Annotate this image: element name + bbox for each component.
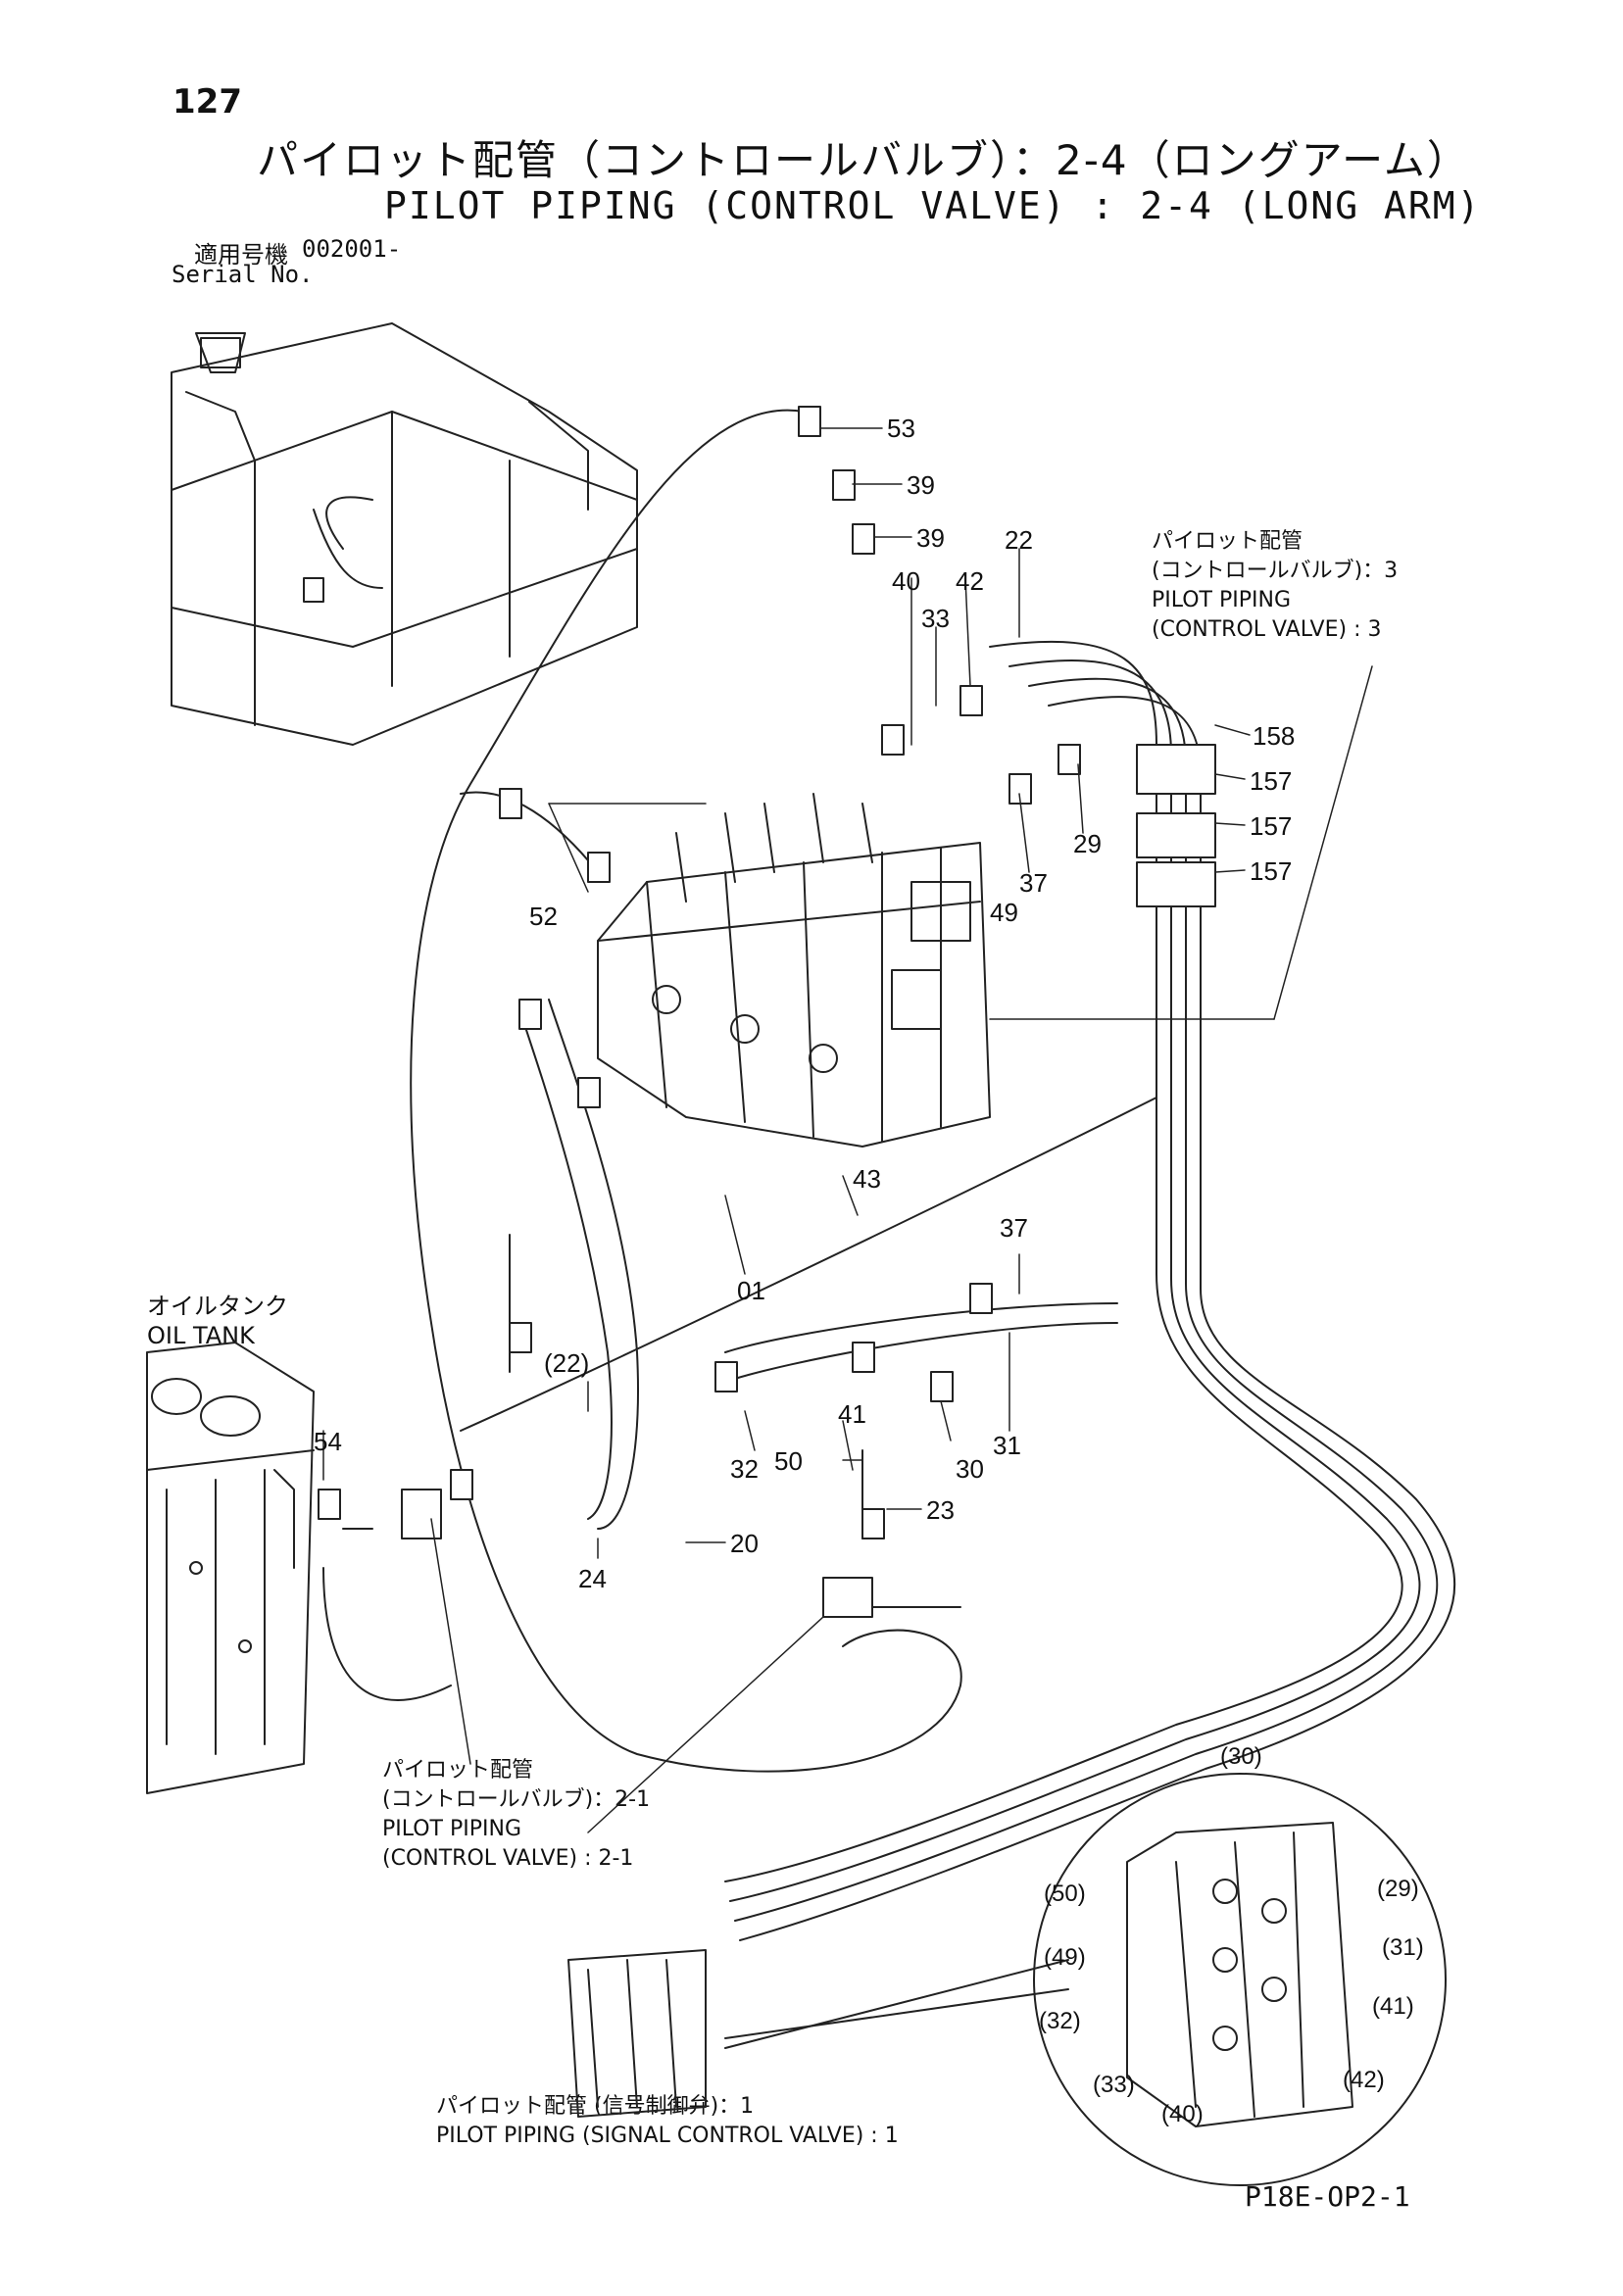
callout-157-b: 157 xyxy=(1250,811,1292,841)
detail-callout-30: (30) xyxy=(1220,1743,1262,1770)
note-jp: パイロット配管 xyxy=(382,1758,534,1783)
callout-43: 43 xyxy=(853,1164,881,1194)
callout-37: 37 xyxy=(1019,868,1048,898)
callout-37-b: 37 xyxy=(1000,1213,1028,1243)
pilot-hose-bundle xyxy=(724,640,1456,1941)
detail-callout-29: (29) xyxy=(1377,1876,1419,1902)
callout-32: 32 xyxy=(730,1454,759,1484)
callout-22: 22 xyxy=(1005,525,1033,555)
callout-labels: 53 39 39 22 40 42 33 158 157 157 157 29 … xyxy=(314,414,1424,2127)
note-control-valve-3: パイロット配管 (コントロールバルブ)：3 PILOT PIPING (CONT… xyxy=(1152,527,1398,645)
callout-158: 158 xyxy=(1253,721,1295,751)
oil-tank-illustration xyxy=(146,1342,315,1794)
callout-23: 23 xyxy=(926,1495,955,1525)
callout-54: 54 xyxy=(314,1427,342,1456)
callout-42: 42 xyxy=(956,566,984,596)
detail-callout-50: (50) xyxy=(1044,1881,1086,1907)
machine-body-illustration xyxy=(171,322,638,746)
callout-39-b: 39 xyxy=(916,523,945,553)
detail-callout-33: (33) xyxy=(1093,2072,1135,2098)
note-jp: パイロット配管 xyxy=(1152,529,1303,554)
callout-30: 30 xyxy=(956,1454,984,1484)
callout-33: 33 xyxy=(921,604,950,633)
detail-callout-31: (31) xyxy=(1382,1934,1424,1961)
callout-20: 20 xyxy=(730,1529,759,1558)
note-en: OIL TANK xyxy=(147,1322,255,1349)
note-en: PILOT PIPING xyxy=(382,1817,521,1841)
callout-22-ref: (22) xyxy=(544,1348,589,1378)
callout-39: 39 xyxy=(907,470,935,500)
callout-24: 24 xyxy=(578,1564,607,1593)
fittings xyxy=(318,406,1081,1539)
serial-label-english: Serial No. xyxy=(172,261,314,288)
callout-50: 50 xyxy=(774,1446,803,1476)
callout-49: 49 xyxy=(990,898,1018,927)
serial-value: 002001- xyxy=(302,235,402,263)
note-jp2: (コントロールバルブ)：3 xyxy=(1152,559,1399,583)
note-en2: (CONTROL VALVE) : 3 xyxy=(1152,617,1382,642)
hoses xyxy=(322,409,1157,1773)
callout-157-c: 157 xyxy=(1250,856,1292,886)
drawing-code: P18E-OP2-1 xyxy=(1245,2180,1410,2213)
callout-157: 157 xyxy=(1250,766,1292,796)
detail-callout-32: (32) xyxy=(1039,2008,1081,2034)
detail-callout-49: (49) xyxy=(1044,1944,1086,1971)
note-jp2: (コントロールバルブ)：2-1 xyxy=(382,1787,651,1812)
detail-view xyxy=(567,1773,1447,2186)
callout-53: 53 xyxy=(887,414,915,443)
note-jp: オイルタンク xyxy=(147,1293,288,1320)
leader-lines xyxy=(322,427,1373,1833)
serial-label-japanese: 適用号機 xyxy=(194,241,288,269)
callout-41: 41 xyxy=(838,1399,866,1429)
detail-callout-41: (41) xyxy=(1372,1993,1414,2020)
detail-callout-42: (42) xyxy=(1343,2067,1385,2093)
note-en: PILOT PIPING (SIGNAL CONTROL VALVE) : 1 xyxy=(436,2124,899,2148)
note-en2: (CONTROL VALVE) : 2-1 xyxy=(382,1846,634,1871)
control-valve-block xyxy=(597,793,991,1148)
note-en: PILOT PIPING xyxy=(1152,588,1291,612)
page-number: 127 xyxy=(172,82,242,122)
title-english: PILOT PIPING (CONTROL VALVE) : 2-4 (LONG… xyxy=(384,184,1482,227)
detail-callout-40: (40) xyxy=(1161,2101,1204,2127)
note-oil-tank: オイルタンク OIL TANK xyxy=(147,1292,288,1350)
note-control-valve-2-1: パイロット配管 (コントロールバルブ)：2-1 PILOT PIPING (CO… xyxy=(382,1756,650,1874)
title-japanese: パイロット配管（コントロールバルブ）：2-4（ロングアーム） xyxy=(257,136,1470,184)
callout-29: 29 xyxy=(1073,829,1102,858)
callout-40: 40 xyxy=(892,566,920,596)
callout-31: 31 xyxy=(993,1431,1021,1460)
callout-01: 01 xyxy=(737,1276,765,1305)
callout-52: 52 xyxy=(529,902,558,931)
